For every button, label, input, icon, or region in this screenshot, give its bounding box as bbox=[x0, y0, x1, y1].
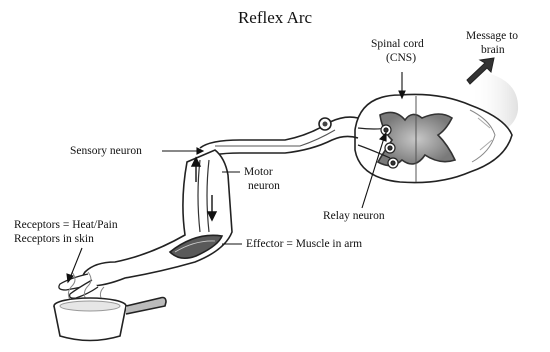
label-sensory-neuron: Sensory neuron bbox=[70, 145, 142, 158]
label-relay-neuron: Relay neuron bbox=[323, 210, 385, 223]
label-effector: Effector = Muscle in arm bbox=[246, 238, 362, 251]
label-message-line2: brain bbox=[481, 44, 505, 57]
label-cns: (CNS) bbox=[386, 52, 416, 65]
label-receptors-line1: Receptors = Heat/Pain bbox=[14, 219, 118, 232]
label-receptors-line2: Receptors in skin bbox=[14, 233, 94, 246]
label-spinal-cord: Spinal cord bbox=[371, 38, 424, 51]
label-motor-line1: Motor bbox=[244, 166, 273, 179]
arm bbox=[82, 150, 232, 286]
label-motor-line2: neuron bbox=[248, 180, 280, 193]
diagram-title: Reflex Arc bbox=[0, 8, 550, 28]
saucepan bbox=[54, 298, 166, 341]
nerve-trunk bbox=[200, 117, 358, 160]
label-message-line1: Message to bbox=[466, 30, 518, 43]
